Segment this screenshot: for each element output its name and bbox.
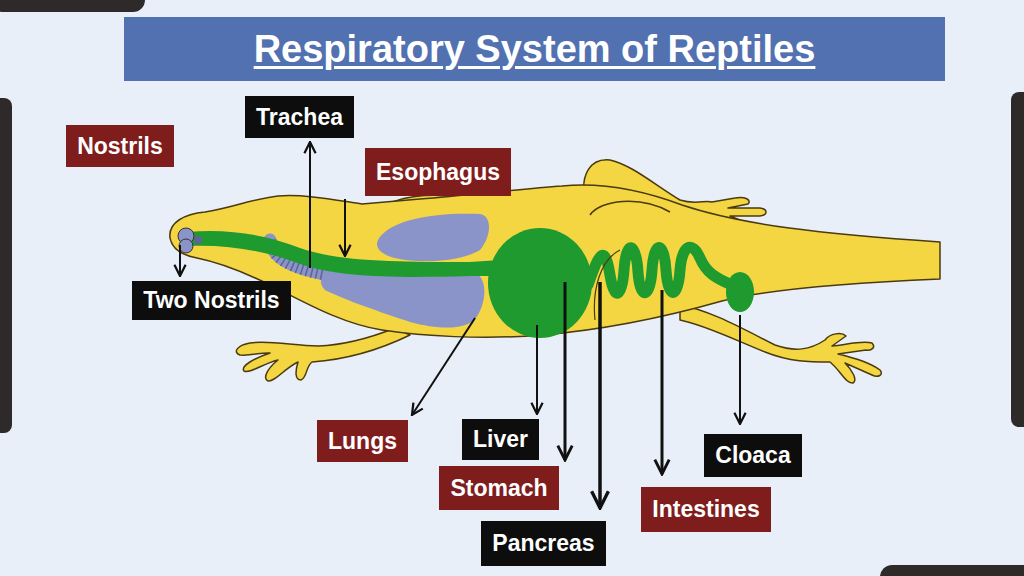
label-text: Liver	[473, 426, 528, 453]
intestine-loop	[594, 250, 620, 320]
title-banner: Respiratory System of Reptiles	[124, 17, 945, 81]
leader-line	[309, 142, 311, 268]
lung	[321, 268, 485, 328]
label-text: Stomach	[450, 475, 547, 502]
label-text: Trachea	[256, 104, 343, 131]
leader-line	[661, 290, 664, 474]
fore-leg	[236, 328, 410, 381]
hind-leg	[680, 305, 881, 383]
eye	[194, 236, 202, 244]
leader-line	[739, 315, 741, 424]
cloaca-shape	[726, 272, 754, 312]
label-text: Intestines	[652, 496, 759, 523]
side-bar	[0, 98, 12, 433]
corner-decoration	[0, 0, 145, 12]
label-text: Cloaca	[715, 442, 790, 469]
leader-line	[179, 245, 181, 276]
nostril	[179, 239, 193, 253]
leader-line	[412, 318, 475, 415]
label-box: Trachea	[245, 96, 354, 138]
label-box: Liver	[462, 419, 539, 460]
lung	[377, 214, 489, 262]
label-text: Two Nostrils	[143, 287, 279, 314]
label-text: Esophagus	[376, 159, 500, 186]
label-text: Pancreas	[492, 530, 594, 557]
label-box: Cloaca	[704, 434, 802, 477]
side-bar	[1011, 92, 1024, 427]
stomach-shape	[488, 228, 592, 338]
label-box: Intestines	[641, 487, 771, 532]
label-box: Lungs	[317, 420, 408, 462]
leader-line	[564, 282, 567, 460]
title-text: Respiratory System of Reptiles	[254, 28, 816, 71]
leader-line	[536, 325, 538, 414]
corner-decoration	[880, 565, 1024, 576]
leader-line	[598, 282, 602, 508]
label-box: Nostrils	[66, 125, 174, 167]
label-box: Two Nostrils	[132, 281, 291, 320]
label-box: Stomach	[439, 466, 559, 510]
leg-crease	[590, 201, 670, 215]
label-box: Esophagus	[365, 148, 511, 196]
intestine-coils	[588, 247, 732, 293]
label-box: Pancreas	[481, 521, 606, 566]
label-text: Lungs	[328, 428, 397, 455]
label-text: Nostrils	[77, 133, 163, 160]
leader-line	[344, 199, 346, 256]
